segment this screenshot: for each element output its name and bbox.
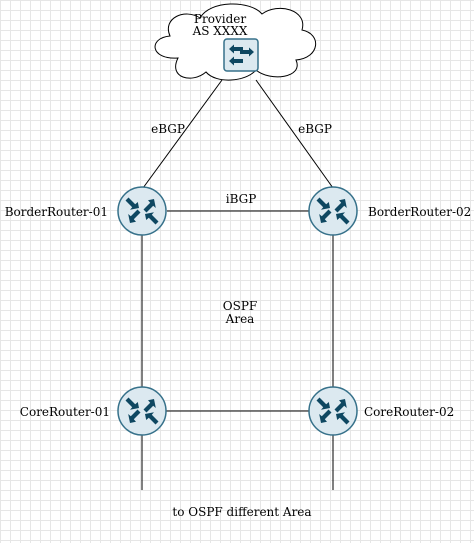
ospf-area-label-line2: Area [225,312,255,326]
core-router-02-icon [308,386,358,436]
border-router-01-label: BorderRouter-01 [4,205,108,219]
provider-label-line2: AS XXXX [192,24,248,38]
ebgp-left-label: eBGP [151,122,185,136]
core-router-02-label: CoreRouter-02 [364,405,455,419]
border-router-01-icon [117,186,167,236]
ebgp-link-right [255,79,334,189]
ibgp-label: iBGP [225,192,257,206]
switch-icon [223,38,259,72]
border-router-02-label: BorderRouter-02 [368,205,472,219]
ebgp-right-label: eBGP [298,122,332,136]
ebgp-link-left [142,79,223,189]
core-router-01-label: CoreRouter-01 [19,405,110,419]
connection-lines [141,79,334,490]
footer-label: to OSPF different Area [172,505,312,519]
provider-label-line1: Provider [193,12,247,26]
border-router-02-icon [308,186,358,236]
core-router-01-icon [117,386,167,436]
ospf-area-label-line1: OSPF [222,299,258,313]
